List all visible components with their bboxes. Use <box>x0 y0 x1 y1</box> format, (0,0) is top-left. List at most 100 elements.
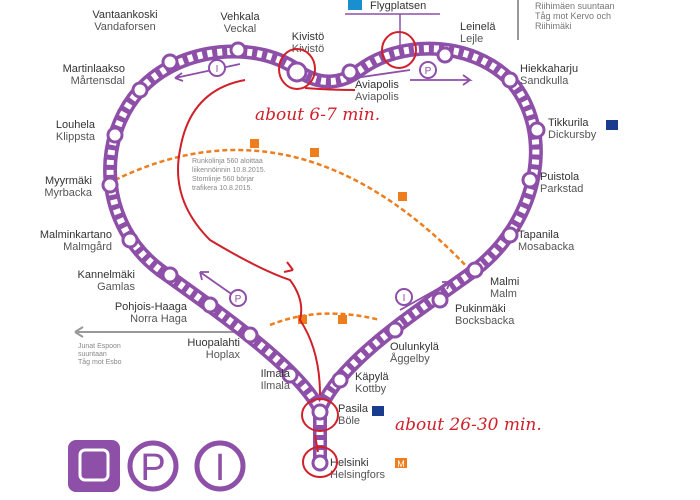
station-name-fi: Hiekkaharju <box>520 63 578 75</box>
station-marker <box>466 261 484 279</box>
svg-text:I: I <box>215 447 226 489</box>
station-marker <box>501 226 519 244</box>
info-icon <box>208 59 226 77</box>
station-marker <box>201 296 219 314</box>
station-name-sv: Sandkulla <box>520 75 569 87</box>
parking-icon <box>127 440 179 492</box>
station-name-sv: Lejle <box>460 33 483 45</box>
espoo-note-sv: Tåg mot Esbo <box>78 358 122 366</box>
parking-icon <box>229 289 247 307</box>
station-name-fi: Vehkala <box>220 11 260 23</box>
station-marker <box>341 63 359 81</box>
station-name-fi: Käpylä <box>355 371 390 383</box>
station-marker <box>501 71 519 89</box>
station-name-fi: Tapanila <box>518 229 560 241</box>
track-sleepers <box>106 45 540 465</box>
svg-text:P: P <box>140 447 165 489</box>
station-name-fi: Pukinmäki <box>455 303 506 315</box>
info-icon <box>194 440 246 492</box>
bus-icon <box>298 315 307 324</box>
station-name-sv: Vandaforsen <box>94 21 156 33</box>
bus-note: trafikera 10.8.2015. <box>192 185 252 192</box>
arrow-left-icon <box>74 326 84 338</box>
station-name-fi: Huopalahti <box>187 337 240 349</box>
station-name-fi: Puistola <box>540 171 580 183</box>
kerava-note-sv2: Riihimäki <box>535 21 572 31</box>
station-marker <box>229 41 247 59</box>
station-name-sv: Parkstad <box>540 183 583 195</box>
station-marker <box>101 176 119 194</box>
svg-text:P: P <box>235 294 242 305</box>
station-name-fi: Malminkartano <box>40 229 112 241</box>
map-services <box>208 59 437 307</box>
station-name-sv: Gamlas <box>97 281 135 293</box>
handwritten-annotations <box>177 31 417 478</box>
airplane-icon <box>606 120 618 130</box>
kerava-note-fi: Riihimäen suuntaan <box>535 1 615 11</box>
station-marker <box>528 121 546 139</box>
station-marker <box>311 454 329 472</box>
station-marker <box>161 266 179 284</box>
kerava-note-sv: Tåg mot Kervo och <box>535 11 611 21</box>
station-name-fi: Louhela <box>56 119 96 131</box>
station-marker <box>241 326 259 344</box>
station-name-fi: Tikkurila <box>548 117 589 129</box>
station-name-fi: Malmi <box>490 276 519 288</box>
station-name-sv: Myrbacka <box>44 187 93 199</box>
station-name-fi: Kannelmäki <box>78 269 135 281</box>
station-name-fi: Aviapolis <box>355 79 399 91</box>
station-name-sv: Mosabacka <box>518 241 575 253</box>
station-marker <box>386 321 404 339</box>
airplane-icon <box>372 406 384 416</box>
bus-note: liikennöinnin 10.8.2015. <box>192 167 266 174</box>
bus-note: Runkolinja 560 aloittaa <box>192 158 263 165</box>
station-name-fi: Ilmala <box>261 368 291 380</box>
station-marker <box>286 61 308 83</box>
station-name-fi: Martinlaakso <box>63 63 125 75</box>
station-name-sv: Veckal <box>224 23 256 35</box>
station-name-sv: Kivistö <box>292 43 324 55</box>
svg-text:P: P <box>425 66 432 77</box>
station-marker <box>431 291 449 309</box>
station-name-fi: Oulunkylä <box>390 341 440 353</box>
station-name-sv: Mårtensdal <box>71 75 125 87</box>
station-name-sv: Norra Haga <box>130 313 188 325</box>
station-marker <box>331 371 349 389</box>
station-name-sv: Böle <box>338 415 360 427</box>
station-name-sv: Malmgård <box>63 241 112 253</box>
station-marker <box>106 126 124 144</box>
station-marker <box>131 81 149 99</box>
arrow-icon <box>174 63 241 82</box>
airport-label: Flygplatsen <box>370 0 426 12</box>
station-name-sv: Malm <box>490 288 517 300</box>
svg-text:M: M <box>397 459 405 469</box>
station-name-sv: Ilmala <box>261 380 291 392</box>
parking-icon <box>419 61 437 79</box>
arrow-icon <box>410 74 473 86</box>
bus-icon <box>398 192 407 201</box>
arrow-icon <box>399 281 454 311</box>
metro-icon <box>395 458 407 468</box>
annotation-airport-time: about 6-7 min. <box>255 105 380 125</box>
espoo-note-fi: Junat Espoon <box>78 343 121 350</box>
svg-text:I: I <box>216 64 219 75</box>
station-name-sv: Hoplax <box>206 349 241 361</box>
station-marker <box>436 46 454 64</box>
station-marker <box>281 366 299 384</box>
station-marker <box>311 403 329 421</box>
station-name-fi: Kivistö <box>292 31 324 43</box>
station-name-sv: Helsingfors <box>330 469 386 481</box>
station-name-fi: Myyrmäki <box>45 175 92 187</box>
svg-text:I: I <box>403 293 406 304</box>
station-marker <box>161 53 179 71</box>
station-name-sv: Kottby <box>355 383 387 395</box>
airplane-icon <box>348 0 362 10</box>
station-name-fi: Pohjois-Haaga <box>115 301 188 313</box>
bus-line-560-south <box>269 312 381 327</box>
bus-icon <box>310 148 319 157</box>
bus-icon <box>250 139 259 148</box>
annotation-helsinki-time: about 26-30 min. <box>395 415 542 435</box>
arrow-icon <box>354 69 411 79</box>
station-name-fi: Helsinki <box>330 457 369 469</box>
bus-icon <box>338 315 347 324</box>
